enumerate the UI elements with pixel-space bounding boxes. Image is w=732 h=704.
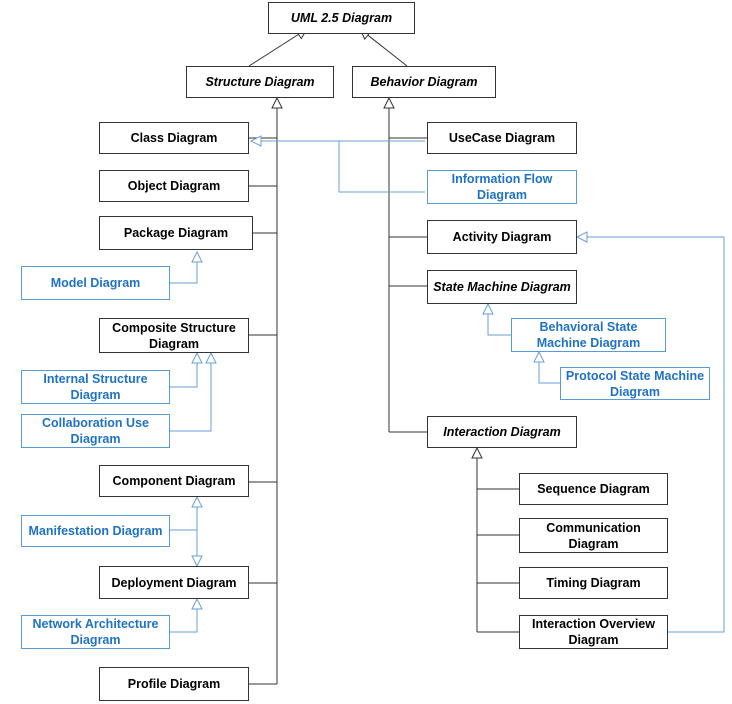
node-component-diagram: Component Diagram [99, 465, 249, 497]
node-behavior-diagram: Behavior Diagram [352, 66, 496, 98]
node-interaction-overview-diagram: Interaction Overview Diagram [519, 615, 668, 649]
node-state-machine-diagram: State Machine Diagram [427, 270, 577, 304]
node-composite-structure-diagram: Composite Structure Diagram [99, 318, 249, 353]
node-activity-diagram: Activity Diagram [427, 220, 577, 254]
structure-to-uml [248, 28, 308, 67]
node-internal-structure-diagram: Internal Structure Diagram [21, 370, 170, 404]
node-communication-diagram: Communication Diagram [519, 518, 668, 553]
node-usecase-diagram: UseCase Diagram [427, 122, 577, 154]
node-timing-diagram: Timing Diagram [519, 567, 668, 599]
node-structure-diagram: Structure Diagram [186, 66, 334, 98]
behavior-to-uml [359, 28, 408, 67]
node-network-architecture-diagram: Network Architecture Diagram [21, 615, 170, 649]
node-package-diagram: Package Diagram [99, 216, 253, 250]
node-protocol-state-machine-diagram: Protocol State Machine Diagram [560, 367, 710, 400]
node-object-diagram: Object Diagram [99, 170, 249, 202]
node-class-diagram: Class Diagram [99, 122, 249, 154]
node-collaboration-use-diagram: Collaboration Use Diagram [21, 414, 170, 448]
node-profile-diagram: Profile Diagram [99, 667, 249, 701]
node-interaction-diagram: Interaction Diagram [427, 416, 577, 448]
node-model-diagram: Model Diagram [21, 266, 170, 300]
node-manifestation-diagram: Manifestation Diagram [21, 515, 170, 547]
node-behavioral-state-machine-diagram: Behavioral State Machine Diagram [511, 318, 666, 352]
node-deployment-diagram: Deployment Diagram [99, 566, 249, 599]
node-uml-2-5-diagram: UML 2.5 Diagram [268, 2, 415, 34]
node-information-flow-diagram: Information Flow Diagram [427, 170, 577, 204]
node-sequence-diagram: Sequence Diagram [519, 473, 668, 505]
